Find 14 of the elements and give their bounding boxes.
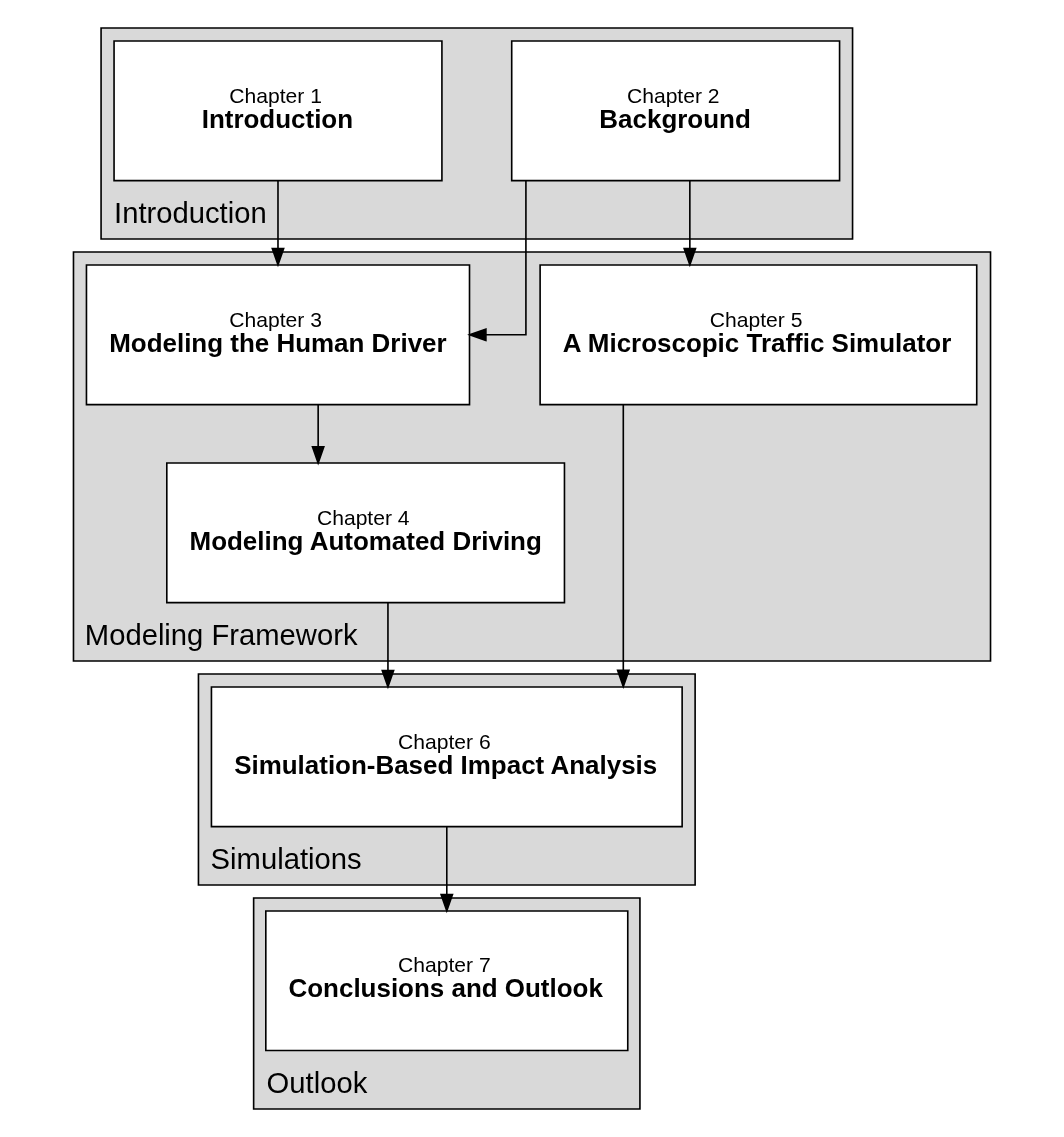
arrow [271, 180, 285, 268]
arrow [467, 180, 527, 342]
arrow [683, 180, 697, 268]
arrow [439, 826, 454, 914]
arrow [616, 404, 631, 689]
node-box: Chapter 4 Modeling Automated Driving [166, 462, 566, 604]
node-box: Chapter 7 Conclusions and Outlook [265, 910, 629, 1052]
node-box: Chapter 2 Background [510, 40, 841, 182]
node-box: Chapter 6 Simulation-Based Impact Analysis [210, 686, 683, 828]
arrow [311, 403, 325, 466]
node-box: Chapter 3 Modeling the Human Driver [85, 264, 471, 406]
node-box: Chapter 5 A Microscopic Traffic Simulator [539, 264, 978, 406]
node-box: Chapter 1 Introduction [113, 40, 443, 182]
arrow [381, 602, 395, 690]
